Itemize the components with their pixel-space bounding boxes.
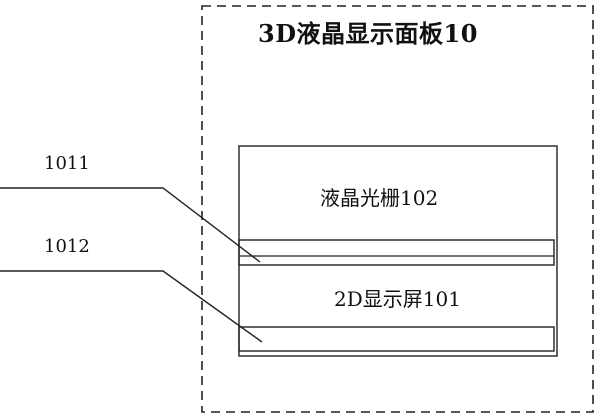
reference-label-1012: 1012 bbox=[44, 236, 90, 257]
leader-line-1012 bbox=[0, 270, 263, 343]
module-outline bbox=[238, 145, 558, 357]
leader-line-1011 bbox=[0, 187, 261, 263]
reference-label-1011: 1011 bbox=[44, 153, 90, 174]
liquid-crystal-grating-label: 液晶光栅102 bbox=[320, 186, 439, 210]
panel-dashed-border bbox=[201, 5, 594, 413]
panel-title: 3D液晶显示面板10 bbox=[258, 19, 478, 48]
display-2d-label: 2D显示屏101 bbox=[334, 287, 461, 311]
layer-1012 bbox=[238, 326, 555, 352]
layer-1011 bbox=[238, 239, 555, 266]
